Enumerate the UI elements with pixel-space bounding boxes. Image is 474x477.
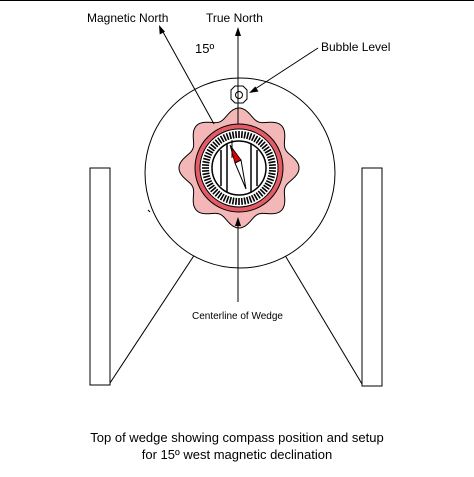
caption-line-2: for 15º west magnetic declination: [141, 447, 333, 462]
dial-tick: [202, 169, 210, 173]
dial-tick: [261, 143, 268, 150]
dial-tick: [208, 146, 215, 152]
dial-tick: [265, 179, 273, 185]
dial-tick: [212, 141, 219, 148]
dial-tick: [255, 192, 261, 199]
dial-tick: [212, 188, 219, 195]
dial-tick: [248, 132, 253, 141]
dial-tick: [202, 163, 210, 167]
dial-tick: [261, 186, 268, 193]
dial-tick: [245, 196, 250, 204]
dial-tick: [205, 179, 213, 185]
dial-tick: [219, 193, 225, 201]
dial-tick: [202, 160, 210, 164]
dial-tick: [268, 172, 276, 176]
bubble-level-pointer: [249, 47, 319, 93]
dial-tick: [205, 151, 213, 157]
dial-tick: [263, 184, 270, 190]
dial-tick: [264, 148, 272, 154]
dial-tick: [243, 131, 247, 139]
dial-tick: [234, 197, 238, 205]
dial-tick: [222, 134, 228, 142]
dial-tick: [225, 195, 230, 204]
dial-tick: [259, 141, 266, 148]
dial-tick: [219, 135, 225, 143]
dial-tick: [240, 131, 244, 139]
compass-dial-lines: [220, 144, 258, 192]
dial-tick: [243, 197, 247, 205]
dial-tick: [268, 169, 276, 173]
dial-tick: [250, 134, 256, 142]
declination-angle-label: 15º: [195, 41, 215, 56]
magnetic-north-arrow: [159, 25, 215, 125]
dial-tick: [250, 194, 256, 202]
dial-tick: [203, 154, 212, 159]
dial-tick: [203, 177, 212, 182]
dial-tick: [210, 186, 217, 193]
magnetic-north-label: Magnetic North: [87, 11, 169, 25]
dial-tick: [231, 131, 235, 139]
dial-tick: [203, 157, 211, 162]
dial-tick: [267, 174, 275, 179]
dial-tick: [222, 194, 228, 202]
compass-needle-south: [234, 159, 247, 190]
dial-tick: [231, 197, 235, 205]
compass-dial-ticks: [202, 131, 276, 205]
centerline-label: Centerline of Wedge: [192, 311, 283, 322]
dial-tick: [257, 139, 264, 146]
dial-tick: [264, 182, 272, 188]
dial-tick: [248, 195, 253, 204]
dial-tick: [257, 190, 264, 197]
dial-tick: [206, 182, 214, 188]
dial-tick: [228, 196, 233, 204]
dial-tick: [206, 148, 214, 154]
dial-tick: [259, 188, 266, 195]
dial-tick: [214, 139, 221, 146]
dial-tick: [255, 137, 261, 144]
dial-tick: [217, 137, 223, 144]
dial-tick: [240, 197, 244, 205]
dial-tick: [214, 190, 221, 197]
centerline-pointer: [235, 217, 241, 302]
dial-tick: [228, 132, 233, 140]
dial-tick: [225, 132, 230, 141]
caption-line-1: Top of wedge showing compass position an…: [90, 430, 384, 445]
dial-tick: [203, 174, 211, 179]
dial-tick: [268, 163, 276, 167]
dial-tick: [266, 154, 275, 159]
dial-tick: [245, 132, 250, 140]
true-north-arrow: [235, 27, 241, 124]
dial-tick: [202, 172, 210, 176]
dial-tick: [253, 135, 259, 143]
figure-caption: Top of wedge showing compass position an…: [0, 429, 474, 463]
bubble-level-label: Bubble Level: [321, 40, 391, 54]
dial-tick: [266, 177, 275, 182]
dial-tick: [265, 151, 273, 157]
dial-tick: [263, 146, 270, 152]
dial-tick: [210, 143, 217, 150]
bubble-level-icon: [230, 85, 248, 104]
dial-tick: [268, 160, 276, 164]
dial-tick: [208, 184, 215, 190]
dial-tick: [267, 157, 275, 162]
dial-tick: [253, 193, 259, 201]
dial-tick: [217, 192, 223, 199]
wedge-legs: [89, 167, 383, 387]
true-north-label: True North: [206, 11, 263, 25]
dial-tick: [234, 131, 238, 139]
